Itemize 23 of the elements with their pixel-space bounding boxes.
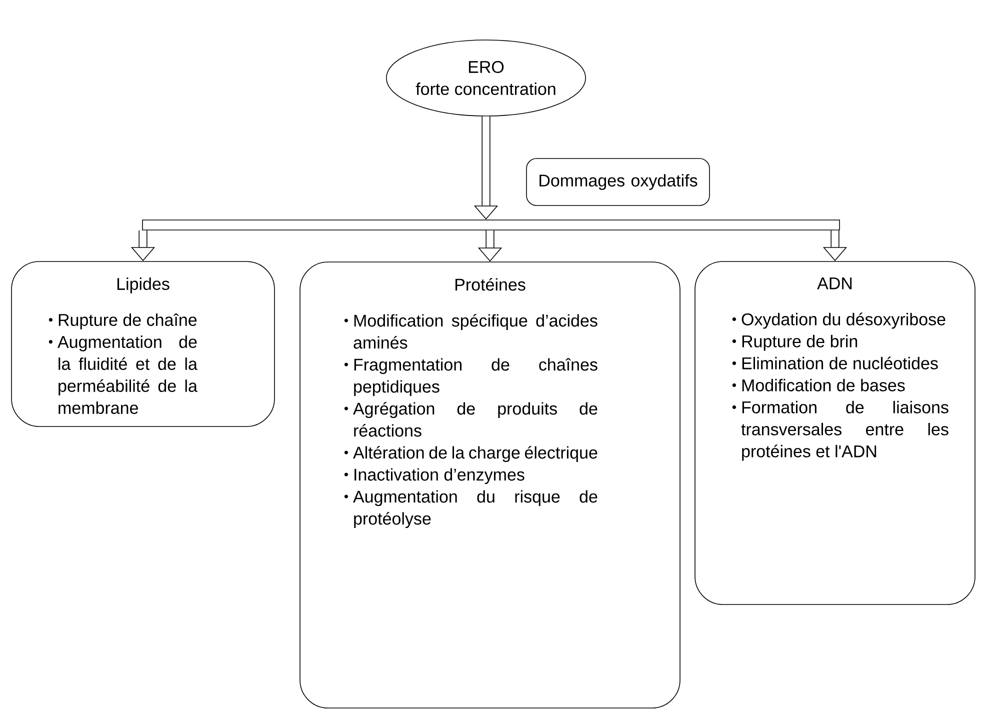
bullet-item: Inactivation d’enzymes <box>354 468 524 484</box>
bullet-item: Fragmentation de chaînes peptidiques <box>354 358 598 396</box>
bullet-item: Oxydation du désoxyribose <box>742 312 946 329</box>
bullet-item: Altération de la charge électrique <box>353 446 598 462</box>
bullet-item: Augmentation du risque de protéolyse <box>353 490 598 528</box>
rounded-box <box>694 261 976 605</box>
bullet-item: Formation de liaisons transversales entre les protéines et l'ADN <box>741 400 948 461</box>
rounded-box <box>300 262 680 708</box>
ellipse-label: ERO <box>468 60 504 74</box>
bullet-item: Rupture de brin <box>742 334 858 351</box>
box-heading: Lipides <box>117 278 170 294</box>
box-heading: ADN <box>817 278 852 290</box>
bullet-item: Modification de bases <box>742 378 905 392</box>
bullet-item: Agrégation de produits de réactions <box>353 402 598 437</box>
bullet-item: Augmentation de la fluidité et de la perméabilité de la membrane <box>58 336 198 414</box>
bullet-item: Elimination de nucléotides <box>742 356 938 370</box>
rounded-box: Dommages oxydatifs <box>526 158 710 206</box>
ellipse <box>386 40 586 116</box>
ellipse-label: forte concentration <box>416 82 556 96</box>
box-heading: Protéines <box>456 278 526 291</box>
bullet-item: Rupture de chaîne <box>58 313 197 330</box>
rounded-box <box>11 261 275 427</box>
bullet-item: Modification spécifique d’acides aminés <box>354 314 598 349</box>
